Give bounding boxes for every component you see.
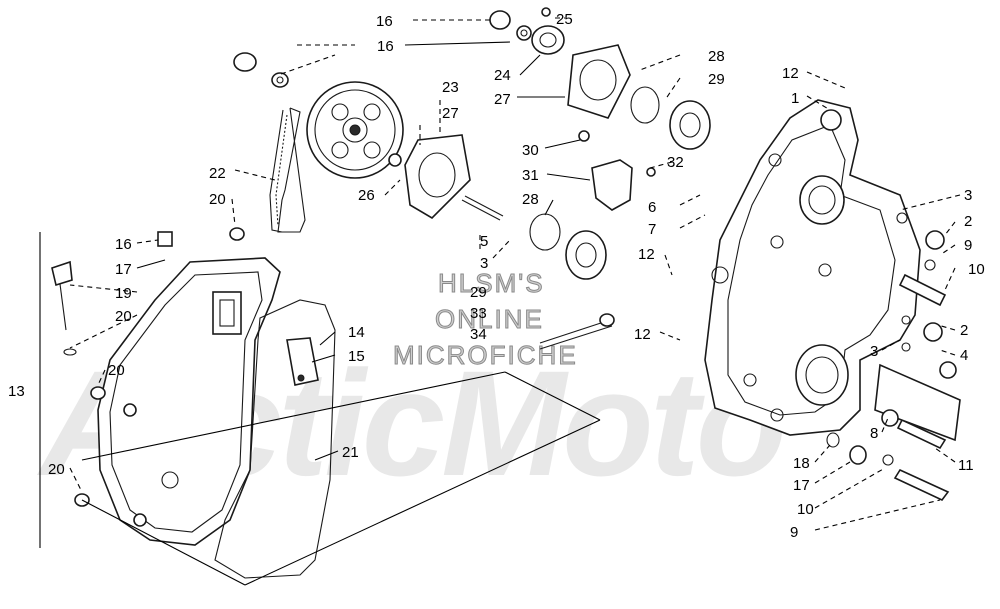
callout-30: 29 <box>708 71 725 88</box>
plate-part <box>286 337 319 386</box>
callout-15: 15 <box>348 348 365 365</box>
callout-34: 32 <box>667 154 684 171</box>
callout-18: 19 <box>115 285 132 302</box>
watermark-line-3: MICROFICHE <box>393 340 578 370</box>
callout-10-top: 10 <box>968 261 985 278</box>
callout-16-left: 16 <box>115 236 132 253</box>
callout-2-right: 2 <box>964 213 972 230</box>
callout-20-top: 20 <box>209 191 226 208</box>
bearing-plate-part <box>404 44 631 220</box>
callout-21: 21 <box>342 444 359 461</box>
callout-12-top: 12 <box>782 65 799 82</box>
callout-22: 22 <box>209 165 226 182</box>
callout-8: 8 <box>870 425 878 442</box>
callout-26: 24 <box>494 67 511 84</box>
callout-25: 23 <box>442 79 459 96</box>
callout-9-right: 9 <box>964 237 972 254</box>
chaincase-cover-part <box>97 257 281 546</box>
watermark-line-2: ONLINE <box>435 304 544 334</box>
leader-lines <box>69 17 961 586</box>
callout-19: 20 <box>115 308 132 325</box>
bracket-part <box>578 130 656 211</box>
callout-12-low: 12 <box>634 326 651 343</box>
large-sprocket-part <box>306 81 404 179</box>
callout-29-top: 28 <box>708 48 725 65</box>
callout-6: 6 <box>648 199 656 216</box>
callout-2-low: 2 <box>960 322 968 339</box>
callout-3-mid: 3 <box>480 255 488 272</box>
callout-17-right: 18 <box>793 455 810 472</box>
callout-13: 13 <box>8 383 25 400</box>
callout-17-left: 17 <box>115 261 132 278</box>
callout-11: 9 <box>790 524 798 541</box>
callout-14: 14 <box>348 324 365 341</box>
callout-24: 16 <box>377 38 394 55</box>
callout-5: 5 <box>480 233 488 250</box>
callout-4: 4 <box>960 347 968 364</box>
callout-3-low: 3 <box>870 343 878 360</box>
bolt-part <box>461 195 615 350</box>
callout-33: 31 <box>522 167 539 184</box>
cover-fastener-part <box>51 153 402 507</box>
callout-20-low: 20 <box>48 461 65 478</box>
gasket-part <box>214 299 336 579</box>
callout-labels: 16 16 25 24 27 28 29 12 1 23 27 22 20 26… <box>8 11 985 541</box>
callout-36: 34 <box>470 326 487 343</box>
callout-9-low: 10 <box>797 501 814 518</box>
callout-28-left: 27 <box>442 105 459 122</box>
small-sprocket-part <box>233 7 565 88</box>
callout-27-top: 25 <box>556 11 573 28</box>
callout-16-right: 17 <box>793 477 810 494</box>
callout-29-mid: 28 <box>522 191 539 208</box>
callout-3-right: 3 <box>964 187 972 204</box>
chaincase-housing-part <box>704 99 921 436</box>
callout-32: 30 <box>522 142 539 159</box>
callout-7: 7 <box>648 221 656 238</box>
callout-23: 16 <box>376 13 393 30</box>
callout-12-mid: 12 <box>638 246 655 263</box>
callout-31: 29 <box>470 284 487 301</box>
callout-1: 1 <box>791 90 799 107</box>
callout-35: 33 <box>470 305 487 322</box>
watermark-line-1: HLSM'S <box>438 268 545 298</box>
callout-27-left: 26 <box>358 187 375 204</box>
drive-chain-part <box>269 107 306 233</box>
callout-10-low: 11 <box>958 457 974 474</box>
callout-20-mid: 20 <box>108 362 125 379</box>
hardware-part <box>826 212 961 502</box>
callout-28-top: 27 <box>494 91 511 108</box>
